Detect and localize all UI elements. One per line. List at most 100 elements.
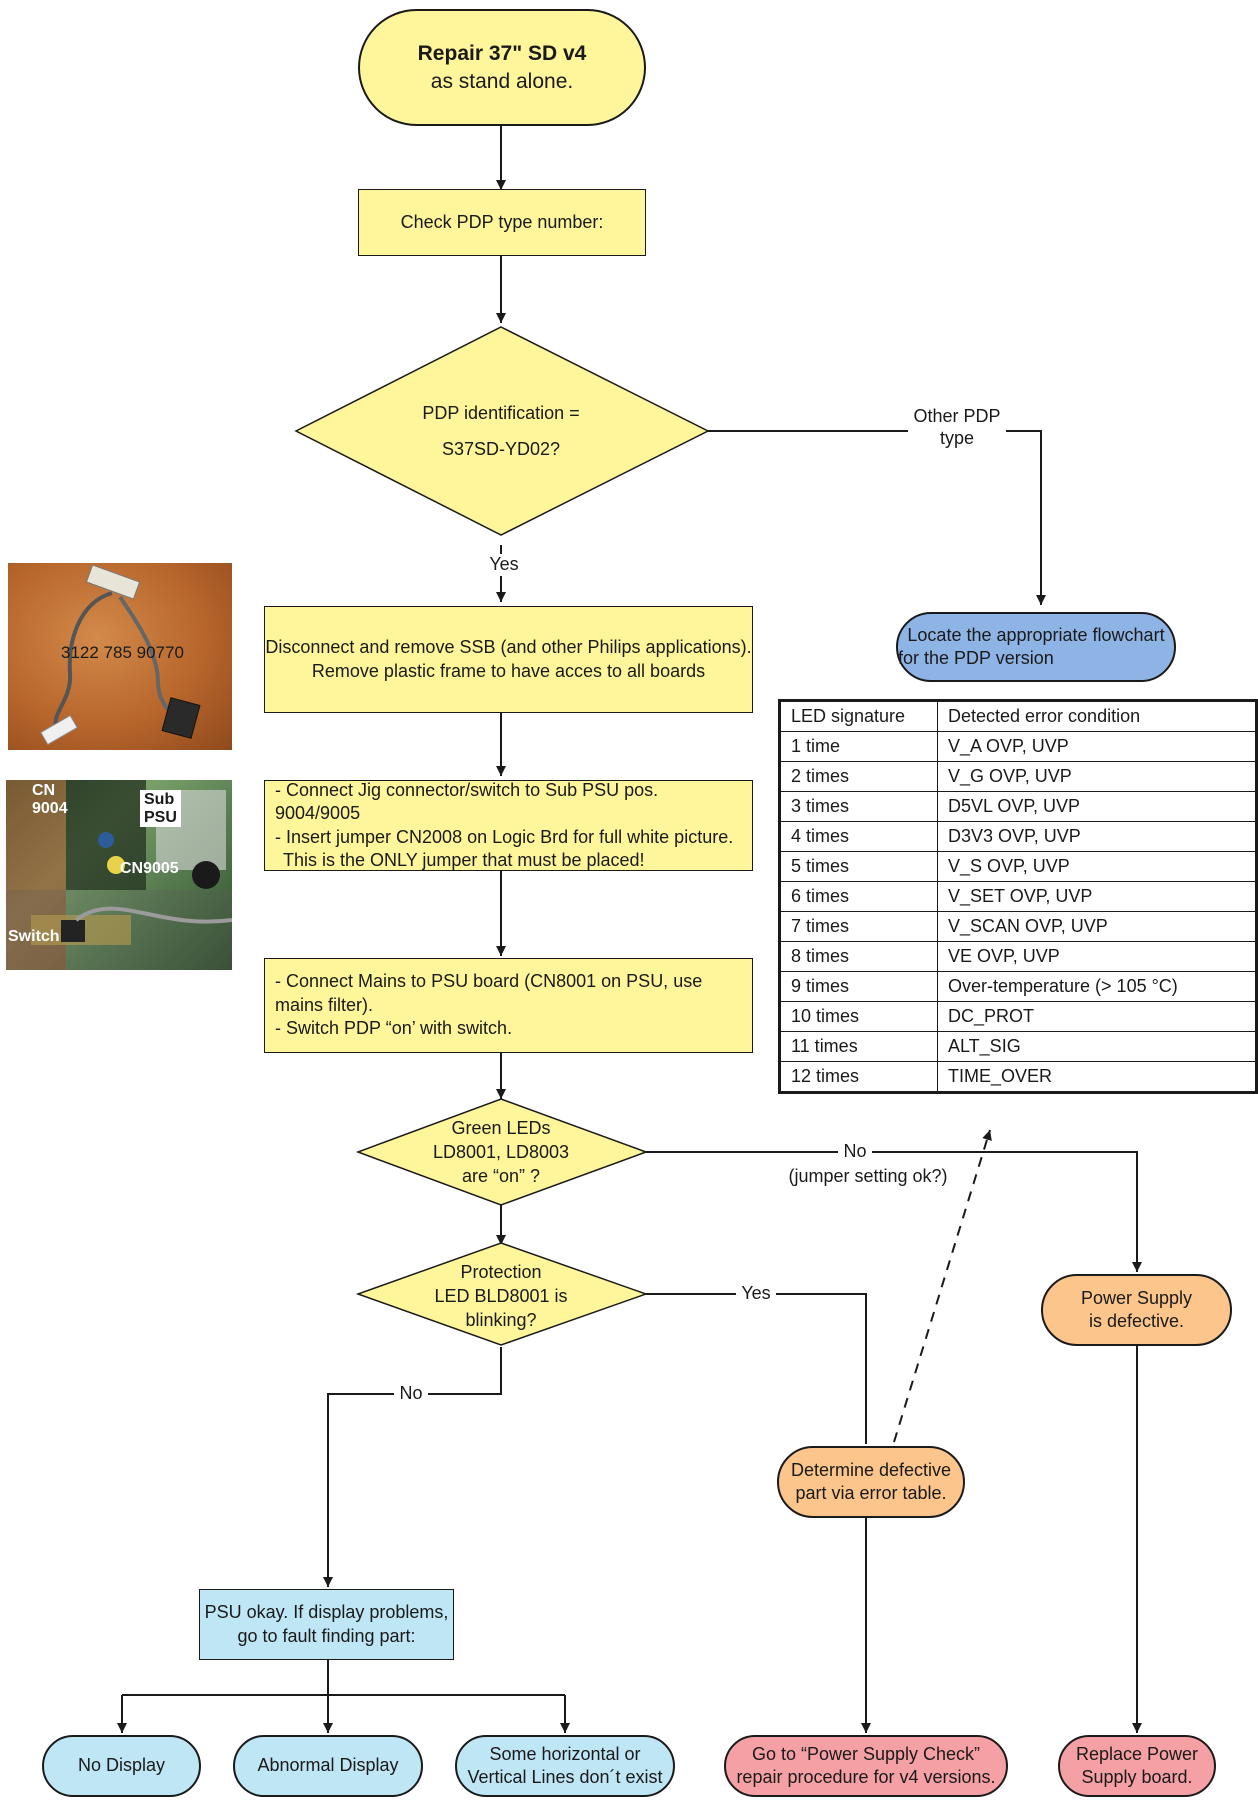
error-condition-cell: V_A OVP, UVP xyxy=(937,731,1257,762)
led-signature-cell: 5 times xyxy=(779,851,938,882)
connect-mains-line3: - Switch PDP “on’ with switch. xyxy=(275,1018,513,1039)
error-condition-cell: ALT_SIG xyxy=(937,1031,1257,1062)
green-leds-line1: Green LEDs xyxy=(451,1118,551,1138)
determine-line1: Determine defective xyxy=(790,1459,952,1480)
check-pdp-node: Check PDP type number: xyxy=(358,189,646,256)
disconnect-line1: Disconnect and remove SSB (and other Phi… xyxy=(265,637,752,658)
led-signature-cell: 9 times xyxy=(779,971,938,1002)
edge-determine-to-table-dashed xyxy=(893,1129,992,1443)
led-signature-cell: 6 times xyxy=(779,881,938,912)
led-signature-cell: LED signature xyxy=(779,700,938,732)
disconnect-line2: Remove plastic frame to have acces to al… xyxy=(311,660,706,681)
power-defective-line2: is defective. xyxy=(1088,1311,1185,1331)
pdp-identification-line1: PDP identification = xyxy=(422,403,580,423)
led-signature-cell: 2 times xyxy=(779,761,938,792)
error-condition-cell: V_G OVP, UVP xyxy=(937,761,1257,792)
replace-line2: Supply board. xyxy=(1081,1767,1193,1787)
replace-power-supply-node: Replace Power Supply board. xyxy=(1058,1735,1216,1797)
connect-jig-node: - Connect Jig connector/switch to Sub PS… xyxy=(264,780,753,871)
edge-green-no-to-power xyxy=(646,1151,1142,1272)
switch-label: Switch xyxy=(8,928,60,945)
error-condition-cell: V_S OVP, UVP xyxy=(937,851,1257,882)
disconnect-ssb-node: Disconnect and remove SSB (and other Phi… xyxy=(264,606,753,713)
lines-missing-node: Some horizontal or Vertical Lines don´t … xyxy=(455,1735,675,1797)
decision-green-leds xyxy=(355,1098,649,1206)
psu-okay-line1: PSU okay. If display problems, xyxy=(204,1602,449,1623)
error-condition-cell: V_SCAN OVP, UVP xyxy=(937,911,1257,942)
led-signature-cell: 11 times xyxy=(779,1031,938,1062)
error-condition-cell: DC_PROT xyxy=(937,1001,1257,1032)
led-signature-cell: 7 times xyxy=(779,911,938,942)
replace-line1: Replace Power xyxy=(1075,1743,1199,1764)
other-pdp-line2: type xyxy=(939,427,975,448)
error-condition-cell: TIME_OVER xyxy=(937,1061,1257,1093)
no-label-green: No xyxy=(838,1141,872,1163)
cn9005-label: CN9005 xyxy=(120,860,179,877)
locate-line1: Locate the appropriate flowchart xyxy=(907,624,1165,645)
green-leds-line3: are “on” ? xyxy=(461,1166,541,1186)
error-condition-cell: D5VL OVP, UVP xyxy=(937,791,1257,822)
psu-okay-node: PSU okay. If display problems, go to fau… xyxy=(199,1589,454,1660)
determine-line2: part via error table. xyxy=(795,1483,947,1503)
no-label-protection: No xyxy=(394,1383,428,1405)
lines-line2: Vertical Lines don´t exist xyxy=(467,1767,663,1787)
determine-defective-node: Determine defective part via error table… xyxy=(777,1446,965,1518)
connect-mains-line1: - Connect Mains to PSU board (CN8001 on … xyxy=(275,971,703,992)
no-display-node: No Display xyxy=(42,1735,201,1797)
protection-line2: LED BLD8001 is xyxy=(434,1286,568,1306)
pdp-identification-line2: S37SD-YD02? xyxy=(441,439,561,459)
no-display-text: No Display xyxy=(77,1755,166,1776)
protection-line1: Protection xyxy=(460,1262,542,1282)
green-leds-line2: LD8001, LD8003 xyxy=(432,1142,570,1162)
psu-okay-line2: go to fault finding part: xyxy=(237,1625,416,1646)
led-signature-cell: 4 times xyxy=(779,821,938,852)
check-pdp-text: Check PDP type number: xyxy=(400,211,604,232)
led-signature-cell: 1 time xyxy=(779,731,938,762)
cn9004-label-line1: CN xyxy=(32,782,56,799)
goto-psc-line2: repair procedure for v4 versions. xyxy=(736,1767,996,1787)
jig-cable-drawing xyxy=(40,564,201,746)
jig-cable-photo: 3122 785 90770 xyxy=(8,563,232,750)
sub-psu-label-line1: Sub xyxy=(144,791,175,808)
led-signature-cell: 3 times xyxy=(779,791,938,822)
cable-part-number: 3122 785 90770 xyxy=(61,643,184,662)
locate-flowchart-node: Locate the appropriate flowchart for the… xyxy=(896,612,1176,682)
sub-psu-label: Sub PSU xyxy=(140,790,181,828)
sub-psu-label-line2: PSU xyxy=(144,808,177,826)
error-condition-cell: Over-temperature (> 105 °C) xyxy=(937,971,1257,1002)
error-condition-cell: VE OVP, UVP xyxy=(937,941,1257,972)
start-title: Repair 37" SD v4 xyxy=(417,42,587,66)
jumper-setting-label: (jumper setting ok?) xyxy=(788,1166,948,1186)
start-node: Repair 37" SD v4 as stand alone. xyxy=(358,9,646,126)
other-pdp-type-label: Other PDP type xyxy=(908,406,1006,450)
yes-label-pdp: Yes xyxy=(485,554,523,576)
edge-pdp-to-locate xyxy=(708,430,1046,605)
decision-protection xyxy=(355,1242,649,1346)
goto-psc-line1: Go to “Power Supply Check” xyxy=(751,1743,981,1764)
yes-label-protection: Yes xyxy=(736,1283,776,1305)
power-defective-line1: Power Supply xyxy=(1080,1287,1193,1308)
connect-jig-line1: - Connect Jig connector/switch to Sub PS… xyxy=(275,779,659,824)
cn9004-label-line2: 9004 xyxy=(32,799,68,817)
goto-power-supply-check-node: Go to “Power Supply Check” repair proced… xyxy=(724,1735,1008,1797)
pdp-identification-text: PDP identification = S37SD-YD02? xyxy=(396,395,606,467)
abnormal-display-text: Abnormal Display xyxy=(257,1755,399,1776)
abnormal-display-node: Abnormal Display xyxy=(233,1735,423,1797)
cn9004-label: CN 9004 xyxy=(32,782,68,817)
power-supply-defective-node: Power Supply is defective. xyxy=(1041,1274,1232,1346)
led-signature-cell: 12 times xyxy=(779,1061,938,1093)
